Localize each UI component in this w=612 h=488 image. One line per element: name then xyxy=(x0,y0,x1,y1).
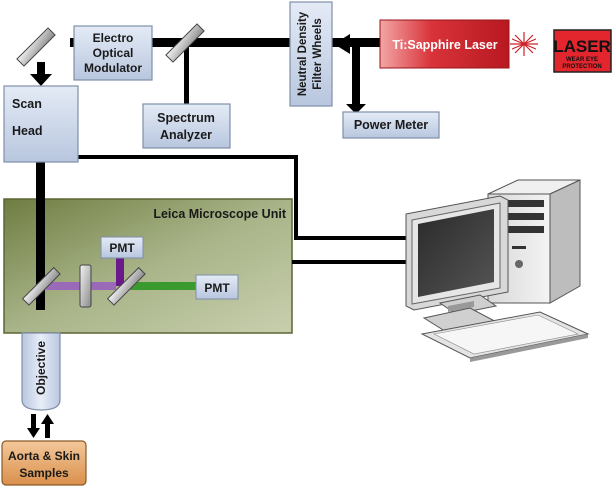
arrow-down-to-samples xyxy=(27,414,40,438)
ndf-label-1: Neutral Density xyxy=(297,11,309,96)
spectrum-label-1: Spectrum xyxy=(157,111,215,125)
spectrum-label-2: Analyzer xyxy=(160,128,212,142)
laser-sign-sub1: WEAR EYE xyxy=(566,57,598,63)
computer-monitor xyxy=(405,195,509,339)
eom-box: Electro Optical Modulator xyxy=(73,25,153,81)
arrow-laser-to-ndf xyxy=(334,34,350,54)
beam-spectrum xyxy=(184,44,189,106)
power-meter-label: Power Meter xyxy=(354,118,428,132)
microscope-label: Leica Microscope Unit xyxy=(153,207,287,221)
computer-icon xyxy=(405,179,590,362)
laser-sign-sub2: PROTECTION xyxy=(562,64,601,70)
arrow-to-scan-head xyxy=(30,62,52,86)
ndf-box: Neutral Density Filter Wheels xyxy=(289,1,333,107)
mirror-top-left xyxy=(16,27,56,67)
pmt-top-box: PMT xyxy=(100,236,144,259)
eom-label-1: Electro xyxy=(93,31,134,45)
green-path xyxy=(128,282,198,290)
objective-label: Objective xyxy=(34,341,48,395)
eom-label-3: Modulator xyxy=(84,61,142,75)
scan-head-label-2: Head xyxy=(12,124,43,138)
beam-main-horizontal xyxy=(70,38,382,47)
eom-label-2: Optical xyxy=(93,46,134,60)
microscope-unit: Leica Microscope Unit xyxy=(3,198,293,334)
ndf-label-2: Filter Wheels xyxy=(312,18,324,90)
cable-scanhead-computer xyxy=(78,155,410,240)
beam-scan-down xyxy=(36,160,45,310)
dichroic-mirror-right xyxy=(106,266,146,306)
filter-element xyxy=(79,264,92,308)
scan-head-label-1: Scan xyxy=(12,97,42,111)
samples-box: Aorta & Skin Samples xyxy=(1,440,87,486)
scan-head-box: Scan Head xyxy=(3,85,79,163)
pmt-top-label: PMT xyxy=(109,241,135,255)
samples-label-1: Aorta & Skin xyxy=(8,449,80,463)
laser-warning-sign: LASER WEAR EYE PROTECTION xyxy=(553,29,612,73)
laser-starburst-icon xyxy=(510,32,538,56)
power-meter-box: Power Meter xyxy=(342,111,440,139)
spectrum-analyzer-box: Spectrum Analyzer xyxy=(142,103,231,149)
arrow-to-power-meter xyxy=(346,104,366,114)
pmt-right-label: PMT xyxy=(204,281,230,295)
laser-sign-title: LASER xyxy=(553,37,611,56)
dichroic-mirror-left xyxy=(21,266,61,306)
objective: Objective xyxy=(21,332,61,411)
pmt-right-box: PMT xyxy=(195,274,239,300)
laser-label: Ti:Sapphire Laser xyxy=(392,38,497,52)
beam-paths xyxy=(36,38,410,310)
purple-path-vertical xyxy=(116,256,124,286)
samples-label-2: Samples xyxy=(19,466,69,480)
beam-power-meter xyxy=(352,44,360,110)
laser-box: Ti:Sapphire Laser xyxy=(379,19,510,69)
arrow-up-from-samples xyxy=(41,414,54,438)
mirror-spectrum xyxy=(165,23,205,63)
computer-keyboard xyxy=(420,311,590,362)
